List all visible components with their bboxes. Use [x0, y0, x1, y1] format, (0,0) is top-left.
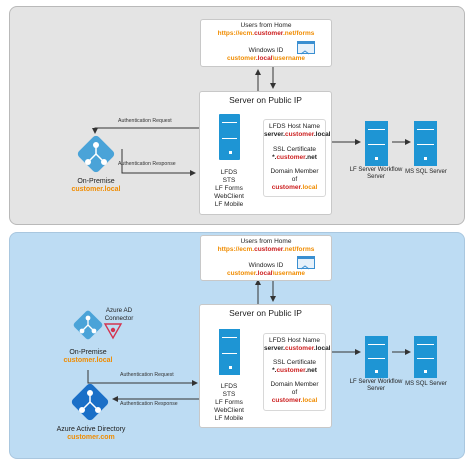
lf-server-icon	[365, 336, 388, 378]
server-config-box-b: LFDS Host Name server.customer.local SSL…	[263, 333, 331, 411]
component-lf-mobile-b: LF Mobile	[214, 415, 244, 422]
auth-response-label-b: Authentication Response	[120, 401, 178, 407]
active-directory-icon	[70, 307, 106, 343]
host-name-value: server.customer.local	[264, 131, 331, 138]
lf-server-icon	[365, 121, 388, 166]
azure-ad-connector-label: Azure AD Connector	[104, 307, 134, 322]
domain-member-value-b: customer.local	[271, 397, 318, 404]
component-sts-b: STS	[222, 391, 236, 398]
host-name-label-b: LFDS Host Name	[269, 337, 320, 344]
azure-active-directory-label: Azure Active Directory	[56, 426, 126, 433]
component-lf-mobile: LF Mobile	[214, 201, 244, 208]
sql-server-label: MS SQL Server	[405, 169, 447, 175]
auth-request-label: Authentication Request	[118, 118, 172, 124]
component-webclient-b: WebClient	[214, 407, 244, 414]
public-ip-server-box: Server on Public IP LFDS STS LF Forms We…	[199, 91, 332, 215]
windows-id-label: Windows ID	[248, 47, 284, 54]
users-box-url-b: https://ecm.customer.net/forms	[217, 246, 315, 253]
users-box-url: https://ecm.customer.net/forms	[217, 30, 315, 37]
users-from-home-box: Users from Home https://ecm.customer.net…	[200, 19, 332, 67]
component-lf-forms: LF Forms	[215, 185, 243, 192]
windows-id-value: customer.local\username	[226, 55, 306, 62]
server-icon	[219, 114, 240, 160]
domain-member-label: Domain Member	[270, 168, 319, 175]
host-name-value-b: server.customer.local	[264, 345, 331, 352]
auth-request-label-b: Authentication Request	[120, 372, 174, 378]
component-webclient: WebClient	[214, 193, 244, 200]
on-premise-label-b: On-Premise	[69, 349, 107, 356]
browser-window-icon	[297, 41, 315, 55]
users-box-title-b: Users from Home	[240, 238, 292, 245]
azure-ad-connector-icon	[103, 322, 123, 342]
active-directory-icon	[73, 131, 119, 177]
on-premise-domain-b: customer.local	[63, 357, 113, 364]
domain-member-value: customer.local	[271, 184, 318, 191]
server-icon	[219, 329, 240, 375]
host-name-label: LFDS Host Name	[269, 123, 320, 130]
server-title-b: Server on Public IP	[229, 308, 302, 318]
users-box-title: Users from Home	[240, 22, 292, 29]
lf-server-label-b: LF Server Workflow Server	[349, 379, 403, 392]
on-premise-label: On-Premise	[77, 178, 115, 185]
lf-server-label: LF Server Workflow Server	[349, 167, 403, 180]
domain-member-label-b: Domain Member	[270, 381, 319, 388]
public-ip-server-box-b: Server on Public IP LFDS STS LF Forms We…	[199, 304, 332, 428]
sql-server-icon	[414, 336, 437, 378]
windows-id-label-b: Windows ID	[248, 262, 284, 269]
sql-server-icon	[414, 121, 437, 166]
ssl-cert-label-b: SSL Certificate	[272, 359, 317, 366]
on-premise-domain: customer.local	[71, 186, 121, 193]
sql-server-label-b: MS SQL Server	[405, 381, 447, 387]
arrow-auth-request-b	[87, 370, 198, 386]
ssl-cert-label: SSL Certificate	[272, 146, 317, 153]
component-lfds-b: LFDS	[220, 383, 238, 390]
domain-member-of-b: of	[291, 389, 298, 396]
windows-id-value-b: customer.local\username	[226, 270, 306, 277]
component-sts: STS	[222, 177, 236, 184]
azure-active-directory-icon	[67, 379, 113, 425]
users-from-home-box-b: Users from Home https://ecm.customer.net…	[200, 235, 332, 281]
arrow-auth-response	[121, 149, 196, 176]
server-config-box: LFDS Host Name server.customer.local SSL…	[263, 119, 331, 197]
auth-response-label: Authentication Response	[118, 161, 176, 167]
azure-active-directory-domain: customer.com	[67, 434, 115, 441]
domain-member-of: of	[291, 176, 298, 183]
ssl-cert-value-b: *.customer.net	[272, 367, 317, 374]
component-lf-forms-b: LF Forms	[215, 399, 243, 406]
browser-window-icon	[297, 256, 315, 270]
component-lfds: LFDS	[220, 169, 238, 176]
server-title: Server on Public IP	[229, 95, 302, 105]
ssl-cert-value: *.customer.net	[272, 154, 317, 161]
arrow-auth-request	[92, 127, 200, 134]
